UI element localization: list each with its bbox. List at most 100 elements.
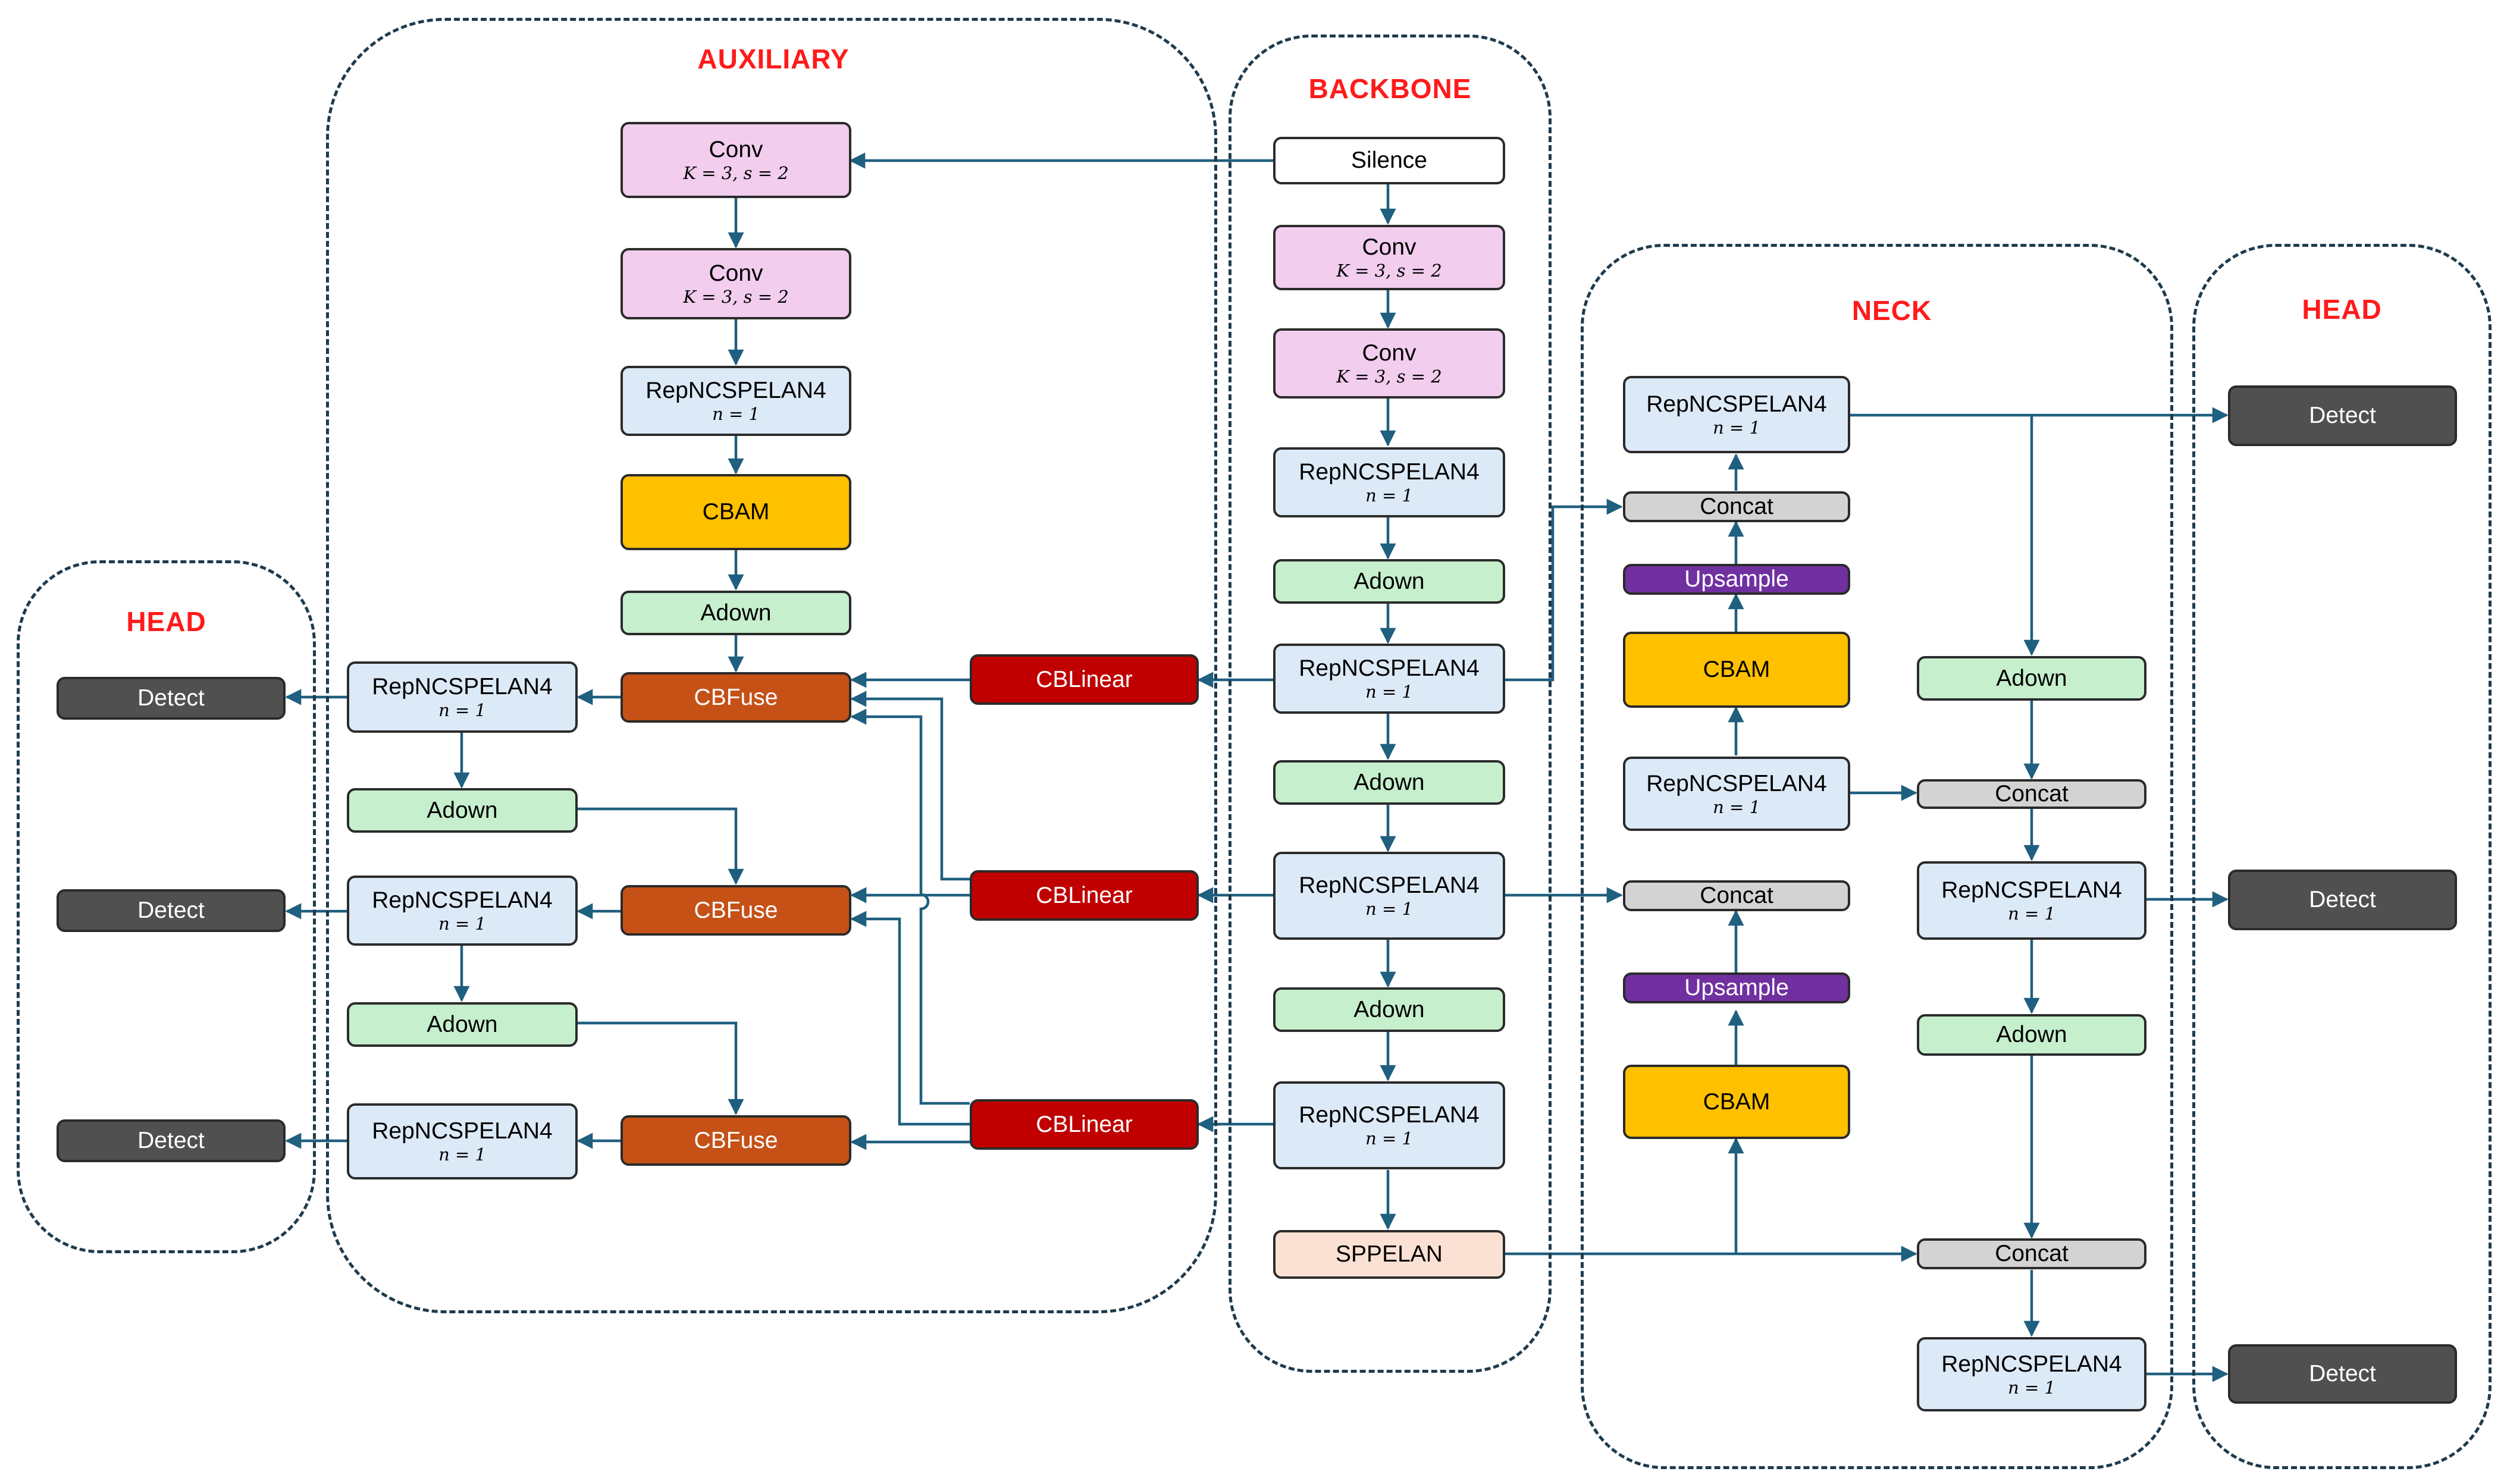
neck-concat-1: Concat bbox=[1623, 491, 1850, 522]
block-label: Adown bbox=[1996, 1022, 2067, 1047]
block-param: n = 1 bbox=[2008, 1377, 2055, 1398]
aux-adown-2: Adown bbox=[347, 1002, 578, 1047]
block-label: RepNCSPELAN4 bbox=[1299, 1102, 1480, 1128]
block-label: RepNCSPELAN4 bbox=[645, 378, 826, 403]
block-label: RepNCSPELAN4 bbox=[1646, 770, 1827, 796]
block-label: Detect bbox=[2309, 887, 2376, 912]
block-label: RepNCSPELAN4 bbox=[1299, 655, 1480, 681]
neck-rep-top: RepNCSPELAN4 n = 1 bbox=[1623, 376, 1850, 453]
block-label: Conv bbox=[709, 261, 763, 286]
block-label: RepNCSPELAN4 bbox=[1299, 873, 1480, 898]
block-label: Concat bbox=[1700, 494, 1773, 519]
backbone-rep-3: RepNCSPELAN4 n = 1 bbox=[1273, 852, 1505, 940]
block-label: CBLinear bbox=[1036, 666, 1133, 692]
neck-upsample-1: Upsample bbox=[1623, 564, 1850, 595]
block-label: Adown bbox=[1353, 769, 1425, 795]
block-param: K = 3, s = 2 bbox=[1336, 261, 1442, 281]
block-param: K = 3, s = 2 bbox=[683, 287, 789, 307]
backbone-adown-2: Adown bbox=[1273, 760, 1505, 805]
block-label: CBLinear bbox=[1036, 1111, 1133, 1137]
block-label: CBAM bbox=[1703, 657, 1770, 682]
block-param: n = 1 bbox=[1365, 682, 1413, 702]
block-label: Concat bbox=[1700, 883, 1773, 908]
neck-rep-right-2: RepNCSPELAN4 n = 1 bbox=[1917, 1337, 2146, 1411]
aux-cbfuse-3: CBFuse bbox=[621, 1115, 851, 1166]
block-label: Conv bbox=[1362, 234, 1417, 260]
aux-cbfuse-2: CBFuse bbox=[621, 885, 851, 936]
block-param: n = 1 bbox=[1365, 485, 1413, 506]
neck-region bbox=[1581, 244, 2173, 1469]
aux-rep-2: RepNCSPELAN4 n = 1 bbox=[347, 876, 578, 946]
backbone-rep-2: RepNCSPELAN4 n = 1 bbox=[1273, 644, 1505, 714]
backbone-rep-1: RepNCSPELAN4 n = 1 bbox=[1273, 447, 1505, 517]
block-label: RepNCSPELAN4 bbox=[1646, 391, 1827, 417]
head-right-detect-3: Detect bbox=[2228, 1344, 2457, 1404]
backbone-adown-1: Adown bbox=[1273, 559, 1505, 604]
block-label: Adown bbox=[1353, 568, 1425, 594]
neck-rep-mid: RepNCSPELAN4 n = 1 bbox=[1623, 757, 1850, 831]
block-label: Upsample bbox=[1684, 975, 1789, 1000]
aux-cblinear-1: CBLinear bbox=[970, 654, 1199, 705]
auxiliary-region bbox=[326, 18, 1217, 1313]
block-param: n = 1 bbox=[1713, 796, 1760, 817]
block-label: CBFuse bbox=[694, 684, 778, 710]
block-label: Detect bbox=[2309, 1361, 2376, 1386]
head-left-title: HEAD bbox=[126, 606, 206, 637]
block-label: Adown bbox=[427, 1011, 498, 1037]
backbone-sppelan: SPPELAN bbox=[1273, 1230, 1505, 1279]
backbone-title: BACKBONE bbox=[1308, 73, 1472, 104]
aux-conv-2: Conv K = 3, s = 2 bbox=[621, 248, 851, 319]
block-label: Adown bbox=[700, 600, 772, 626]
block-label: Adown bbox=[1996, 665, 2067, 691]
block-label: CBFuse bbox=[694, 897, 778, 923]
block-param: n = 1 bbox=[438, 700, 486, 720]
block-label: CBFuse bbox=[694, 1127, 778, 1153]
block-label: RepNCSPELAN4 bbox=[1941, 877, 2122, 903]
aux-rep-1: RepNCSPELAN4 n = 1 bbox=[347, 661, 578, 733]
neck-adown-2: Adown bbox=[1917, 1014, 2146, 1056]
backbone-conv-1: Conv K = 3, s = 2 bbox=[1273, 225, 1505, 290]
block-param: n = 1 bbox=[1365, 899, 1413, 919]
block-label: SPPELAN bbox=[1336, 1241, 1443, 1267]
block-label: Detect bbox=[2309, 403, 2376, 428]
block-label: RepNCSPELAN4 bbox=[372, 887, 553, 913]
aux-cbam: CBAM bbox=[621, 474, 851, 550]
aux-adown-top: Adown bbox=[621, 591, 851, 635]
aux-rep-top: RepNCSPELAN4 n = 1 bbox=[621, 366, 851, 436]
neck-concat-3: Concat bbox=[1917, 779, 2146, 809]
block-label: CBAM bbox=[702, 499, 770, 525]
neck-upsample-2: Upsample bbox=[1623, 972, 1850, 1003]
aux-rep-3: RepNCSPELAN4 n = 1 bbox=[347, 1103, 578, 1179]
neck-rep-right-1: RepNCSPELAN4 n = 1 bbox=[1917, 861, 2146, 940]
block-label: RepNCSPELAN4 bbox=[1299, 459, 1480, 485]
block-label: Upsample bbox=[1684, 566, 1789, 592]
block-label: CBLinear bbox=[1036, 882, 1133, 908]
head-right-detect-1: Detect bbox=[2228, 385, 2457, 446]
backbone-adown-3: Adown bbox=[1273, 987, 1505, 1032]
block-param: n = 1 bbox=[712, 404, 760, 424]
neck-adown-1: Adown bbox=[1917, 656, 2146, 701]
block-label: Adown bbox=[1353, 996, 1425, 1022]
block-label: Detect bbox=[137, 685, 205, 711]
aux-cblinear-2: CBLinear bbox=[970, 870, 1199, 921]
head-left-detect-1: Detect bbox=[57, 677, 286, 720]
backbone-silence: Silence bbox=[1273, 137, 1505, 184]
block-label: Concat bbox=[1995, 1241, 2069, 1266]
head-left-region bbox=[17, 560, 316, 1253]
head-right-title: HEAD bbox=[2302, 294, 2382, 325]
aux-cbfuse-1: CBFuse bbox=[621, 672, 851, 723]
auxiliary-title: AUXILIARY bbox=[697, 43, 850, 74]
neck-title: NECK bbox=[1851, 295, 1932, 326]
block-param: K = 3, s = 2 bbox=[1336, 366, 1442, 387]
block-param: n = 1 bbox=[438, 1144, 486, 1165]
block-param: n = 1 bbox=[438, 914, 486, 934]
block-label: RepNCSPELAN4 bbox=[1941, 1351, 2122, 1377]
neck-cbam-1: CBAM bbox=[1623, 632, 1850, 708]
block-label: Adown bbox=[427, 797, 498, 823]
neck-concat-2: Concat bbox=[1623, 880, 1850, 911]
head-right-detect-2: Detect bbox=[2228, 870, 2457, 930]
backbone-conv-2: Conv K = 3, s = 2 bbox=[1273, 328, 1505, 399]
block-param: K = 3, s = 2 bbox=[683, 163, 789, 183]
head-left-detect-2: Detect bbox=[57, 889, 286, 932]
